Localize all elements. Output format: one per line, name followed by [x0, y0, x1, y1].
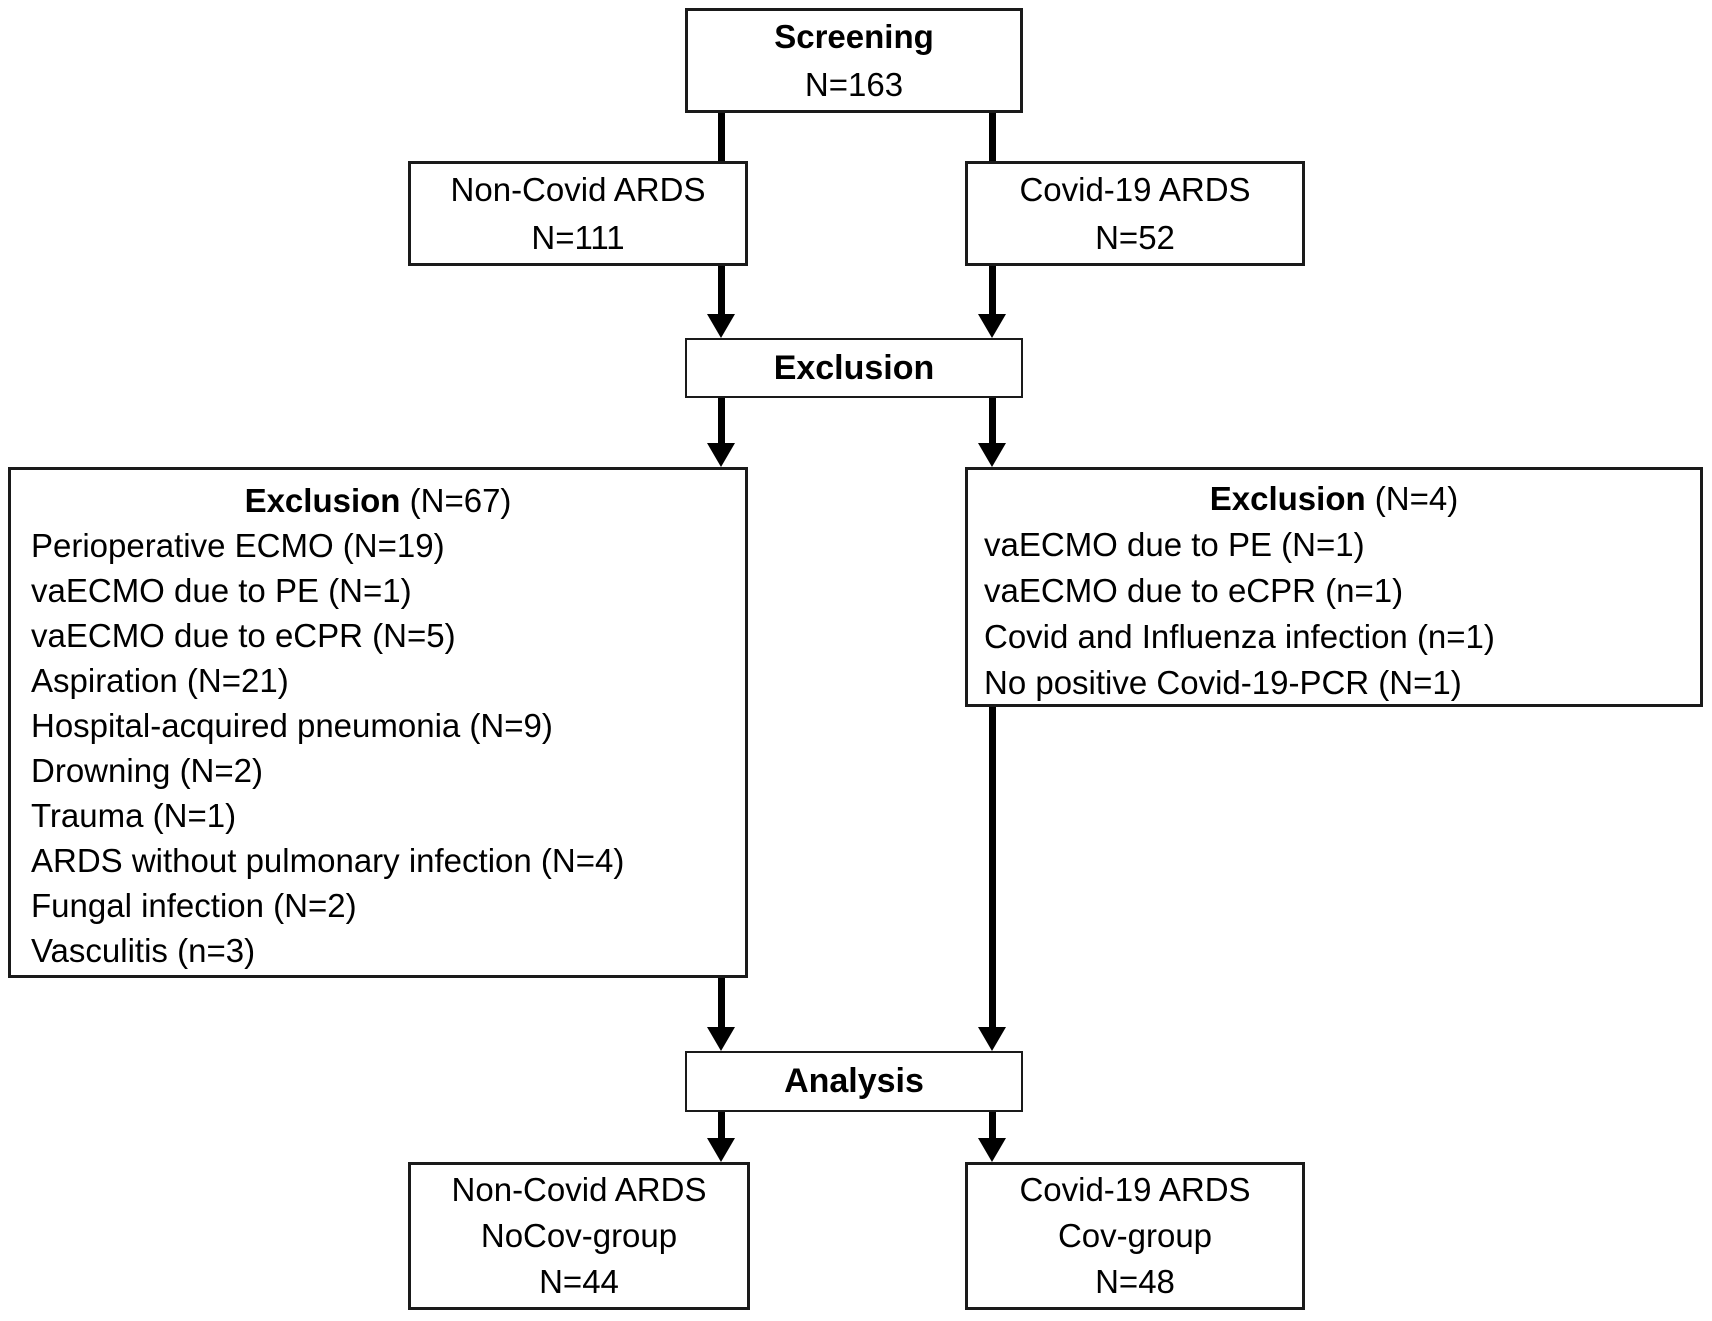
connector-noncovid-to-exclusion [718, 264, 725, 314]
exclusion-item: Trauma (N=1) [31, 797, 237, 834]
exclusion-covid-heading-count: (N=4) [1365, 480, 1459, 517]
exclusion-non-covid-heading: Exclusion (N=67) [11, 478, 745, 523]
exclusion-non-covid-heading-count: (N=67) [400, 482, 512, 519]
exclusion-item: Covid and Influenza infection (n=1) [984, 618, 1495, 655]
nocov-group-name: NoCov-group [480, 1217, 678, 1254]
connector-screening-to-covid [989, 111, 996, 163]
non-covid-ards-box: Non-Covid ARDS N=111 [408, 161, 748, 266]
exclusion-item: ARDS without pulmonary infection (N=4) [31, 842, 625, 879]
exclusion-item: vaECMO due to PE (N=1) [31, 572, 412, 609]
arrowhead-down-icon [978, 314, 1006, 338]
connector-analysis-to-cov-group [989, 1111, 996, 1139]
non-covid-ards-count: N=111 [531, 218, 625, 256]
exclusion-covid-details-box: Exclusion (N=4) vaECMO due to PE (N=1) v… [965, 467, 1703, 707]
connector-screening-to-noncovid [718, 111, 725, 163]
exclusion-item: vaECMO due to eCPR (N=5) [31, 617, 456, 654]
non-covid-ards-label: Non-Covid ARDS [450, 170, 706, 208]
analysis-bar: Analysis [685, 1051, 1023, 1112]
exclusion-item: vaECMO due to eCPR (n=1) [984, 572, 1404, 609]
covid-19-ards-count: N=52 [1095, 218, 1175, 256]
exclusion-item: Aspiration (N=21) [31, 662, 289, 699]
arrowhead-down-icon [978, 443, 1006, 467]
screening-box: Screening N=163 [685, 8, 1023, 113]
exclusion-item: Vasculitis (n=3) [31, 932, 256, 969]
cov-group-label: Covid-19 ARDS [1019, 1171, 1251, 1208]
arrowhead-down-icon [978, 1027, 1006, 1051]
arrowhead-down-icon [707, 443, 735, 467]
analysis-bar-title: Analysis [784, 1062, 924, 1100]
arrowhead-down-icon [707, 314, 735, 338]
exclusion-non-covid-details-box: Exclusion (N=67) Perioperative ECMO (N=1… [8, 467, 748, 978]
screening-count: N=163 [804, 65, 904, 103]
exclusion-non-covid-heading-word: Exclusion [244, 482, 401, 519]
exclusion-item: Fungal infection (N=2) [31, 887, 357, 924]
cov-group-name: Cov-group [1057, 1217, 1213, 1254]
covid-19-ards-box: Covid-19 ARDS N=52 [965, 161, 1305, 266]
cov-group-box: Covid-19 ARDS Cov-group N=48 [965, 1162, 1305, 1310]
cov-group-count: N=48 [1095, 1263, 1175, 1300]
exclusion-item: No positive Covid-19-PCR (N=1) [984, 664, 1462, 701]
nocov-group-box: Non-Covid ARDS NoCov-group N=44 [408, 1162, 750, 1310]
exclusion-covid-heading: Exclusion (N=4) [968, 476, 1700, 522]
exclusion-item: vaECMO due to PE (N=1) [984, 526, 1365, 563]
nocov-group-count: N=44 [539, 1263, 619, 1300]
exclusion-item: Hospital-acquired pneumonia (N=9) [31, 707, 553, 744]
connector-analysis-to-nocov-group [718, 1111, 725, 1139]
covid-19-ards-label: Covid-19 ARDS [1019, 170, 1251, 208]
exclusion-bar: Exclusion [685, 338, 1023, 398]
arrowhead-down-icon [978, 1138, 1006, 1162]
nocov-group-label: Non-Covid ARDS [451, 1171, 707, 1208]
arrowhead-down-icon [707, 1138, 735, 1162]
connector-exclusion-to-right-details [989, 396, 996, 444]
exclusion-item: Drowning (N=2) [31, 752, 263, 789]
connector-covid-to-exclusion [989, 264, 996, 314]
arrowhead-down-icon [707, 1027, 735, 1051]
connector-exclusion-to-left-details [718, 396, 725, 444]
connector-left-details-to-analysis [718, 976, 725, 1028]
exclusion-covid-heading-word: Exclusion [1209, 480, 1366, 517]
screening-title: Screening [774, 17, 934, 55]
exclusion-bar-title: Exclusion [773, 348, 935, 387]
exclusion-item: Perioperative ECMO (N=19) [31, 527, 445, 564]
connector-right-details-to-analysis [989, 705, 996, 1028]
